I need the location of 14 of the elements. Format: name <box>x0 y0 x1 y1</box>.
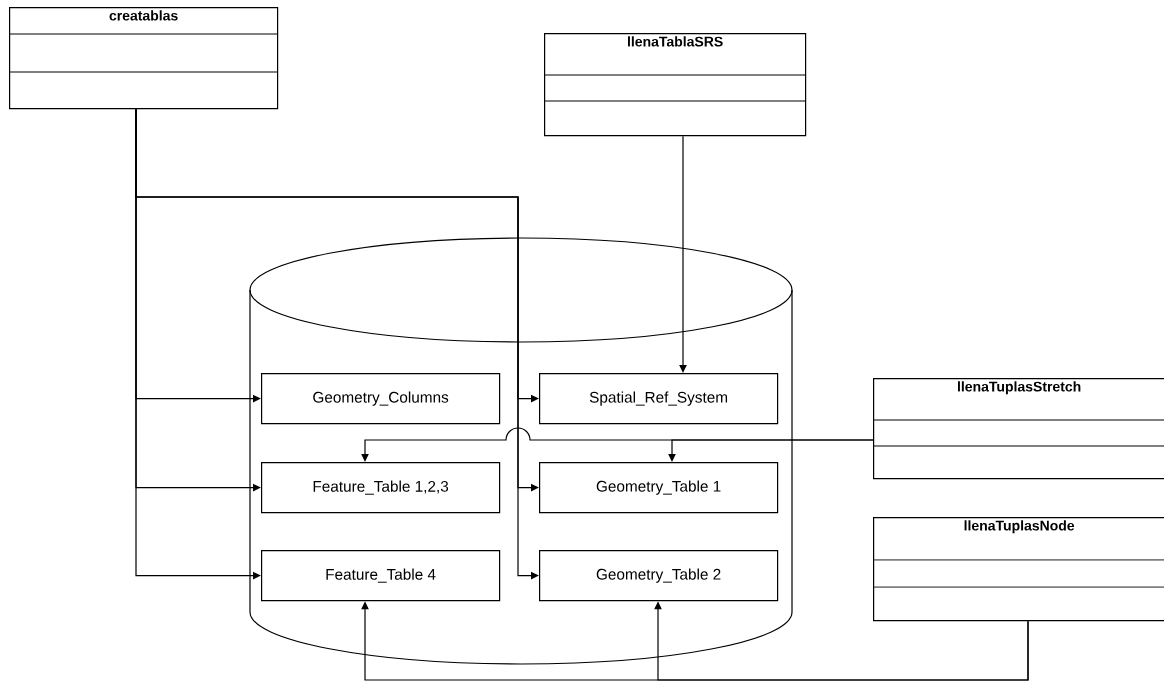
connector-arrow <box>668 439 874 462</box>
database-cylinder <box>249 237 793 665</box>
class-box: creatablas <box>8 7 279 110</box>
table-box: Spatial_Ref_System <box>539 373 779 425</box>
class-box: llenaTuplasNode <box>872 517 1164 622</box>
class-box: llenaTablaSRS <box>543 33 807 137</box>
connector-arrow <box>679 135 687 373</box>
table-box: Feature_Table 4 <box>261 550 501 602</box>
class-box: llenaTuplasStretch <box>872 378 1164 480</box>
table-box: Feature_Table 1,2,3 <box>261 462 501 514</box>
table-box: Geometry_Columns <box>261 373 501 425</box>
table-box: Geometry_Table 1 <box>539 462 779 514</box>
table-box: Geometry_Table 2 <box>539 550 779 602</box>
connector-arrow <box>135 108 539 580</box>
